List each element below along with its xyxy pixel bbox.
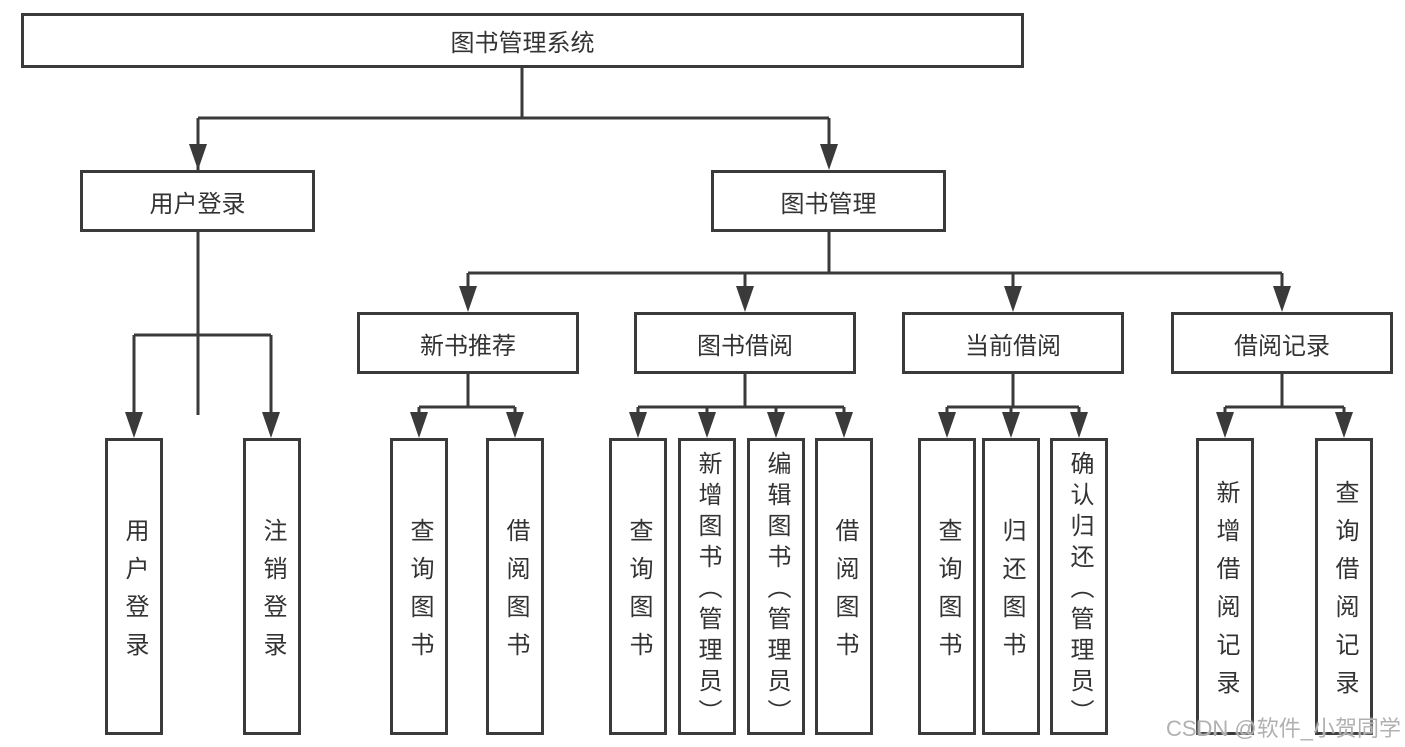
node-label: 借阅记录 bbox=[1234, 332, 1330, 360]
node-label: 当前借阅 bbox=[965, 332, 1061, 360]
leaf-return-book: 归还图书 bbox=[982, 438, 1040, 735]
leaf-label: 确认归还（管理员） bbox=[1066, 450, 1093, 730]
leaf-label: 新增图书（管理员） bbox=[694, 450, 721, 730]
node-label: 图书管理 bbox=[780, 190, 877, 218]
leaf-label: 查询借阅记录 bbox=[1331, 479, 1358, 708]
node-library-management-system: 图书管理系统 bbox=[21, 13, 1024, 68]
leaf-label: 编辑图书（管理员） bbox=[763, 450, 790, 730]
leaf-add-book-admin: 新增图书（管理员） bbox=[678, 438, 736, 735]
node-label: 新书推荐 bbox=[420, 332, 516, 360]
leaf-query-books-recommend: 查询图书 bbox=[390, 438, 448, 735]
leaf-logout: 注销登录 bbox=[243, 438, 301, 735]
leaf-user-login: 用户登录 bbox=[105, 438, 163, 735]
leaf-label: 查询图书 bbox=[625, 517, 652, 670]
leaf-label: 归还图书 bbox=[998, 517, 1025, 670]
node-book-borrowing: 图书借阅 bbox=[634, 312, 856, 374]
leaf-label: 借阅图书 bbox=[502, 517, 529, 670]
node-user-login: 用户登录 bbox=[80, 170, 315, 232]
node-current-borrowing: 当前借阅 bbox=[902, 312, 1124, 374]
leaf-label: 用户登录 bbox=[121, 517, 148, 670]
leaf-label: 查询图书 bbox=[934, 517, 961, 670]
leaf-query-books-current: 查询图书 bbox=[918, 438, 976, 735]
node-label: 图书借阅 bbox=[697, 332, 793, 360]
leaf-label: 查询图书 bbox=[406, 517, 433, 670]
leaf-query-borrow-record: 查询借阅记录 bbox=[1315, 438, 1373, 735]
leaf-label: 注销登录 bbox=[259, 517, 286, 670]
leaf-add-borrow-record: 新增借阅记录 bbox=[1196, 438, 1254, 735]
node-borrowing-records: 借阅记录 bbox=[1171, 312, 1393, 374]
leaf-borrow-books-recommend: 借阅图书 bbox=[486, 438, 544, 735]
node-label: 用户登录 bbox=[149, 190, 246, 218]
watermark: CSDN @软件_小贺同学 bbox=[1165, 716, 1401, 741]
leaf-edit-book-admin: 编辑图书（管理员） bbox=[747, 438, 805, 735]
leaf-label: 新增借阅记录 bbox=[1212, 479, 1239, 708]
node-book-management: 图书管理 bbox=[711, 170, 946, 232]
leaf-label: 借阅图书 bbox=[831, 517, 858, 670]
node-label: 图书管理系统 bbox=[450, 30, 595, 57]
node-new-book-recommendation: 新书推荐 bbox=[357, 312, 579, 374]
leaf-query-books-borrow: 查询图书 bbox=[609, 438, 667, 735]
leaf-confirm-return-admin: 确认归还（管理员） bbox=[1050, 438, 1108, 735]
leaf-borrow-books: 借阅图书 bbox=[815, 438, 873, 735]
